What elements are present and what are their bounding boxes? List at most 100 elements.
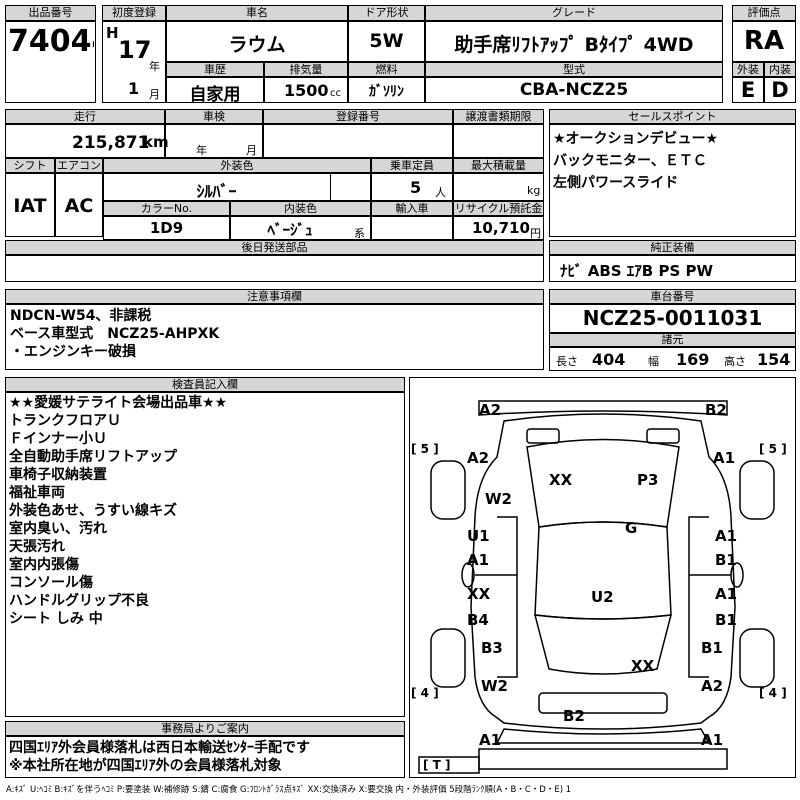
exterior-color: ｼﾙﾊﾞｰ: [196, 182, 237, 201]
inspection-year-unit: 年: [196, 144, 207, 157]
front-left-tire: [430, 460, 466, 520]
interior-color-unit: 系: [354, 227, 365, 240]
chassis-number-cell: [549, 304, 796, 333]
front-right-tire: [739, 460, 775, 520]
sales-point-item: バックモニター、ＥＴＣ: [553, 153, 707, 169]
recycle-fee-value: 10,710: [472, 219, 530, 237]
inspector-note-item: 福祉車両: [9, 485, 65, 501]
exterior-grade-header: 外装: [732, 62, 764, 77]
exterior-grade: E: [740, 78, 756, 102]
postponed-parts-cell: [5, 255, 544, 282]
damage-mark: XX: [631, 657, 655, 675]
inspector-note-item: 室内臭い、汚れ: [9, 521, 107, 537]
car-diagram-frame: [409, 377, 796, 778]
sales-point-item: ★オークションデビュー★: [553, 131, 719, 147]
damage-mark: A1: [715, 527, 737, 545]
damage-mark: A2: [479, 401, 501, 419]
rear-bumper-outline: [495, 728, 711, 744]
year-value: 17: [118, 36, 152, 64]
sales-point-item: 左側パワースライド: [553, 175, 679, 191]
damage-mark: B2: [563, 707, 585, 725]
displacement-cell: [264, 77, 348, 103]
registration-header: 登録番号: [263, 109, 453, 124]
note-item: ・エンジンキー破損: [10, 344, 136, 360]
capacity-cell: [371, 173, 453, 201]
genuine-equipment-cell: [549, 255, 796, 282]
damage-mark: U2: [591, 588, 614, 606]
left-side-panels: [497, 516, 518, 678]
inspector-notes-header: 検査員記入欄: [5, 377, 405, 392]
interior-color-cell: [230, 216, 371, 240]
interior-grade-header: 内装: [764, 62, 796, 77]
inspector-note-item: シート しみ 中: [9, 611, 103, 627]
displacement-header: 排気量: [264, 62, 348, 77]
height-value: 154: [757, 350, 791, 369]
inspector-note-item: ハンドルグリップ不良: [9, 593, 149, 609]
grade-cell: [425, 21, 723, 62]
height-label: 高さ: [724, 355, 746, 368]
door-type: 5W: [369, 30, 404, 52]
interior-grade: D: [771, 78, 789, 102]
damage-mark: XX: [467, 585, 491, 603]
width-value: 169: [676, 350, 710, 369]
tire-label-rear-right: [ 4 ]: [759, 686, 787, 700]
grade-header: グレード: [425, 5, 723, 21]
year-unit: 年: [149, 60, 160, 73]
color-number-header: カラーNo.: [103, 201, 230, 216]
shift-header: シフト: [5, 158, 55, 173]
inspector-note-item: 室内内張傷: [9, 557, 79, 573]
transfer-deadline-header: 譲渡書類期限: [453, 109, 544, 124]
inspector-notes-list: ★★愛媛サテライト会場出品車★★ トランクフロアＵ Ｆインナー小Ｕ 全自動助手席…: [9, 394, 401, 628]
recycle-fee-unit: 円: [530, 227, 541, 240]
displacement-value: 1500: [284, 81, 329, 100]
capacity-header: 乗車定員: [371, 158, 453, 173]
inspection-cell: [165, 124, 263, 158]
damage-code-legend: A:ｷｽﾞ U:ﾍｺﾐ B:ｷｽﾞを伴うﾍｺﾐ P:要塗装 W:補修跡 S:錆 …: [6, 785, 572, 795]
shift-cell: [5, 173, 55, 237]
door-header: ドア形状: [348, 5, 425, 21]
interior-color-header: 内装色: [230, 201, 371, 216]
first-registration-cell: [102, 21, 166, 103]
color-number-cell: [103, 216, 230, 240]
tire-label-front-right: [ 5 ]: [759, 442, 787, 456]
office-notes-list: 四国ｴﾘｱ外会員様落札は西日本輸送ｾﾝﾀｰ手配です ※本社所在地が四国ｴﾘｱ外の…: [9, 739, 401, 775]
damage-mark: A1: [479, 731, 501, 749]
fuel: ｶﾞｿﾘﾝ: [369, 84, 404, 100]
interior-color: ﾍﾞｰｼﾞｭ: [267, 221, 313, 239]
car-name-header: 車名: [166, 5, 348, 21]
era-prefix: H: [106, 24, 119, 42]
damage-mark: B1: [715, 611, 737, 629]
grade: 助手席ﾘﾌﾄｱｯﾌﾟ Bﾀｲﾌﾟ 4WD: [454, 34, 694, 56]
genuine-equipment: ﾅﾋﾞ ABS ｴｱB PS PW: [560, 262, 714, 280]
mileage-header: 走行: [5, 109, 165, 124]
rear-left-tire: [430, 628, 466, 688]
chassis-number-header: 車台番号: [549, 289, 796, 304]
inspector-note-item: 全自動助手席リフトアップ: [9, 449, 177, 465]
score-header: 評価点: [732, 5, 796, 21]
history-header: 車歴: [166, 62, 264, 77]
mileage-value: 215,871: [72, 133, 150, 153]
inspector-note-item: Ｆインナー小Ｕ: [9, 431, 107, 447]
lot-number-cell: [5, 21, 96, 103]
sales-point-cell: [549, 124, 796, 237]
max-load-cell: [453, 173, 544, 201]
capacity-value: 5: [410, 178, 422, 197]
fuel-header: 燃料: [348, 62, 425, 77]
history: 自家用: [189, 85, 241, 105]
damage-mark: B1: [701, 639, 723, 657]
inspector-notes-cell: [5, 392, 405, 717]
month-unit: 月: [149, 88, 160, 101]
aircon-header: エアコン: [55, 158, 103, 173]
import-cell: [371, 216, 453, 240]
damage-mark: B4: [467, 611, 489, 629]
damage-mark: A2: [467, 449, 489, 467]
chassis-number: NCZ25-0011031: [582, 306, 763, 330]
office-note-item: ※本社所在地が四国ｴﾘｱ外の会員様落札対象: [9, 758, 282, 774]
max-load-header: 最大積載量: [453, 158, 544, 173]
recycle-fee-header: リサイクル預託金: [453, 201, 544, 216]
notes-header: 注意事項欄: [5, 289, 544, 304]
specs-header: 諸元: [549, 333, 796, 347]
right-headlight: [646, 428, 680, 444]
fuel-cell: [348, 77, 425, 103]
month-value: 1: [128, 79, 140, 98]
